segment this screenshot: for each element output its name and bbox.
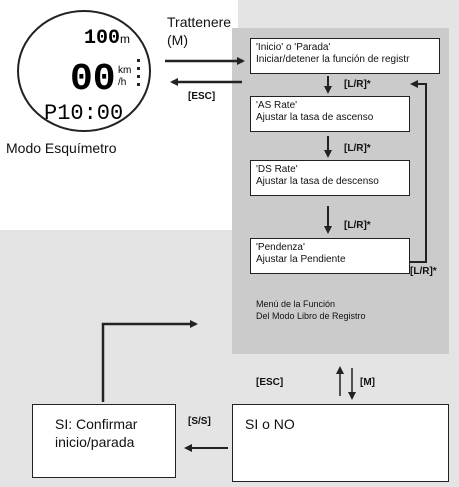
lr-key-label-loop: [L/R]* [410,266,437,277]
menu-item-title: 'Pendenza' [256,242,305,253]
menu-caption-line2: Del Modo Libro de Registro [256,311,366,321]
confirm-line1: SI: Confirmar [55,416,138,432]
lr-key-label-3: [L/R]* [344,220,371,231]
watch-speed-unit-top: km [118,65,131,76]
esc-key-label-bottom: [ESC] [256,377,284,388]
watch-display: 100 m 00 km /h P10:00 [14,7,154,135]
menu-item-title: 'AS Rate' [256,100,298,111]
watch-face: 100 m 00 km /h P10:00 [17,10,151,132]
lr-key-label-1: [L/R]* [344,79,371,90]
confirm-box: SI: Confirmar inicio/parada [32,404,176,478]
menu-item-title: 'Inicio' o 'Parada' [256,42,331,53]
lr-loop-arrow [410,80,427,263]
ss-key-label: [S/S] [188,416,211,427]
return-arrow [101,320,198,402]
yes-no-label: SI o NO [245,416,295,432]
menu-item-desc: Ajustar la tasa de ascenso [256,112,374,123]
menu-item-ds-rate: 'DS Rate' Ajustar la tasa de descenso [250,160,410,196]
watch-speed: 00 [70,58,116,101]
menu-item-start-stop: 'Inicio' o 'Parada' Iniciar/detener la f… [250,38,440,74]
menu-item-desc: Ajustar la tasa de descenso [256,176,379,187]
hold-label-line2: (M) [167,32,188,48]
watch-time: P10:00 [44,101,123,126]
menu-item-title: 'DS Rate' [256,164,298,175]
watch-speed-unit-bottom: /h [118,77,126,88]
menu-caption-line1: Menú de la Función [256,299,336,309]
watch-side-marks [137,59,140,86]
menu-item-pendenza: 'Pendenza' Ajustar la Pendiente [250,238,410,274]
hold-m-label: Trattenere (M) [167,13,231,49]
confirm-line2: inicio/parada [55,434,135,450]
menu-item-desc: Ajustar la Pendiente [256,254,346,265]
watch-distance-unit: m [120,32,130,46]
yes-no-box: SI o NO [232,404,449,482]
menu-item-desc: Iniciar/detener la función de registr [256,54,410,65]
watch-caption: Modo Esquímetro [6,140,117,156]
menu-caption: Menú de la Función Del Modo Libro de Reg… [256,298,366,322]
m-key-label: [M] [360,377,375,388]
hold-label-line1: Trattenere [167,14,232,30]
lr-key-label-2: [L/R]* [344,143,371,154]
menu-item-as-rate: 'AS Rate' Ajustar la tasa de ascenso [250,96,410,132]
watch-distance: 100 [84,27,120,50]
esc-key-label-top: [ESC] [188,91,216,102]
